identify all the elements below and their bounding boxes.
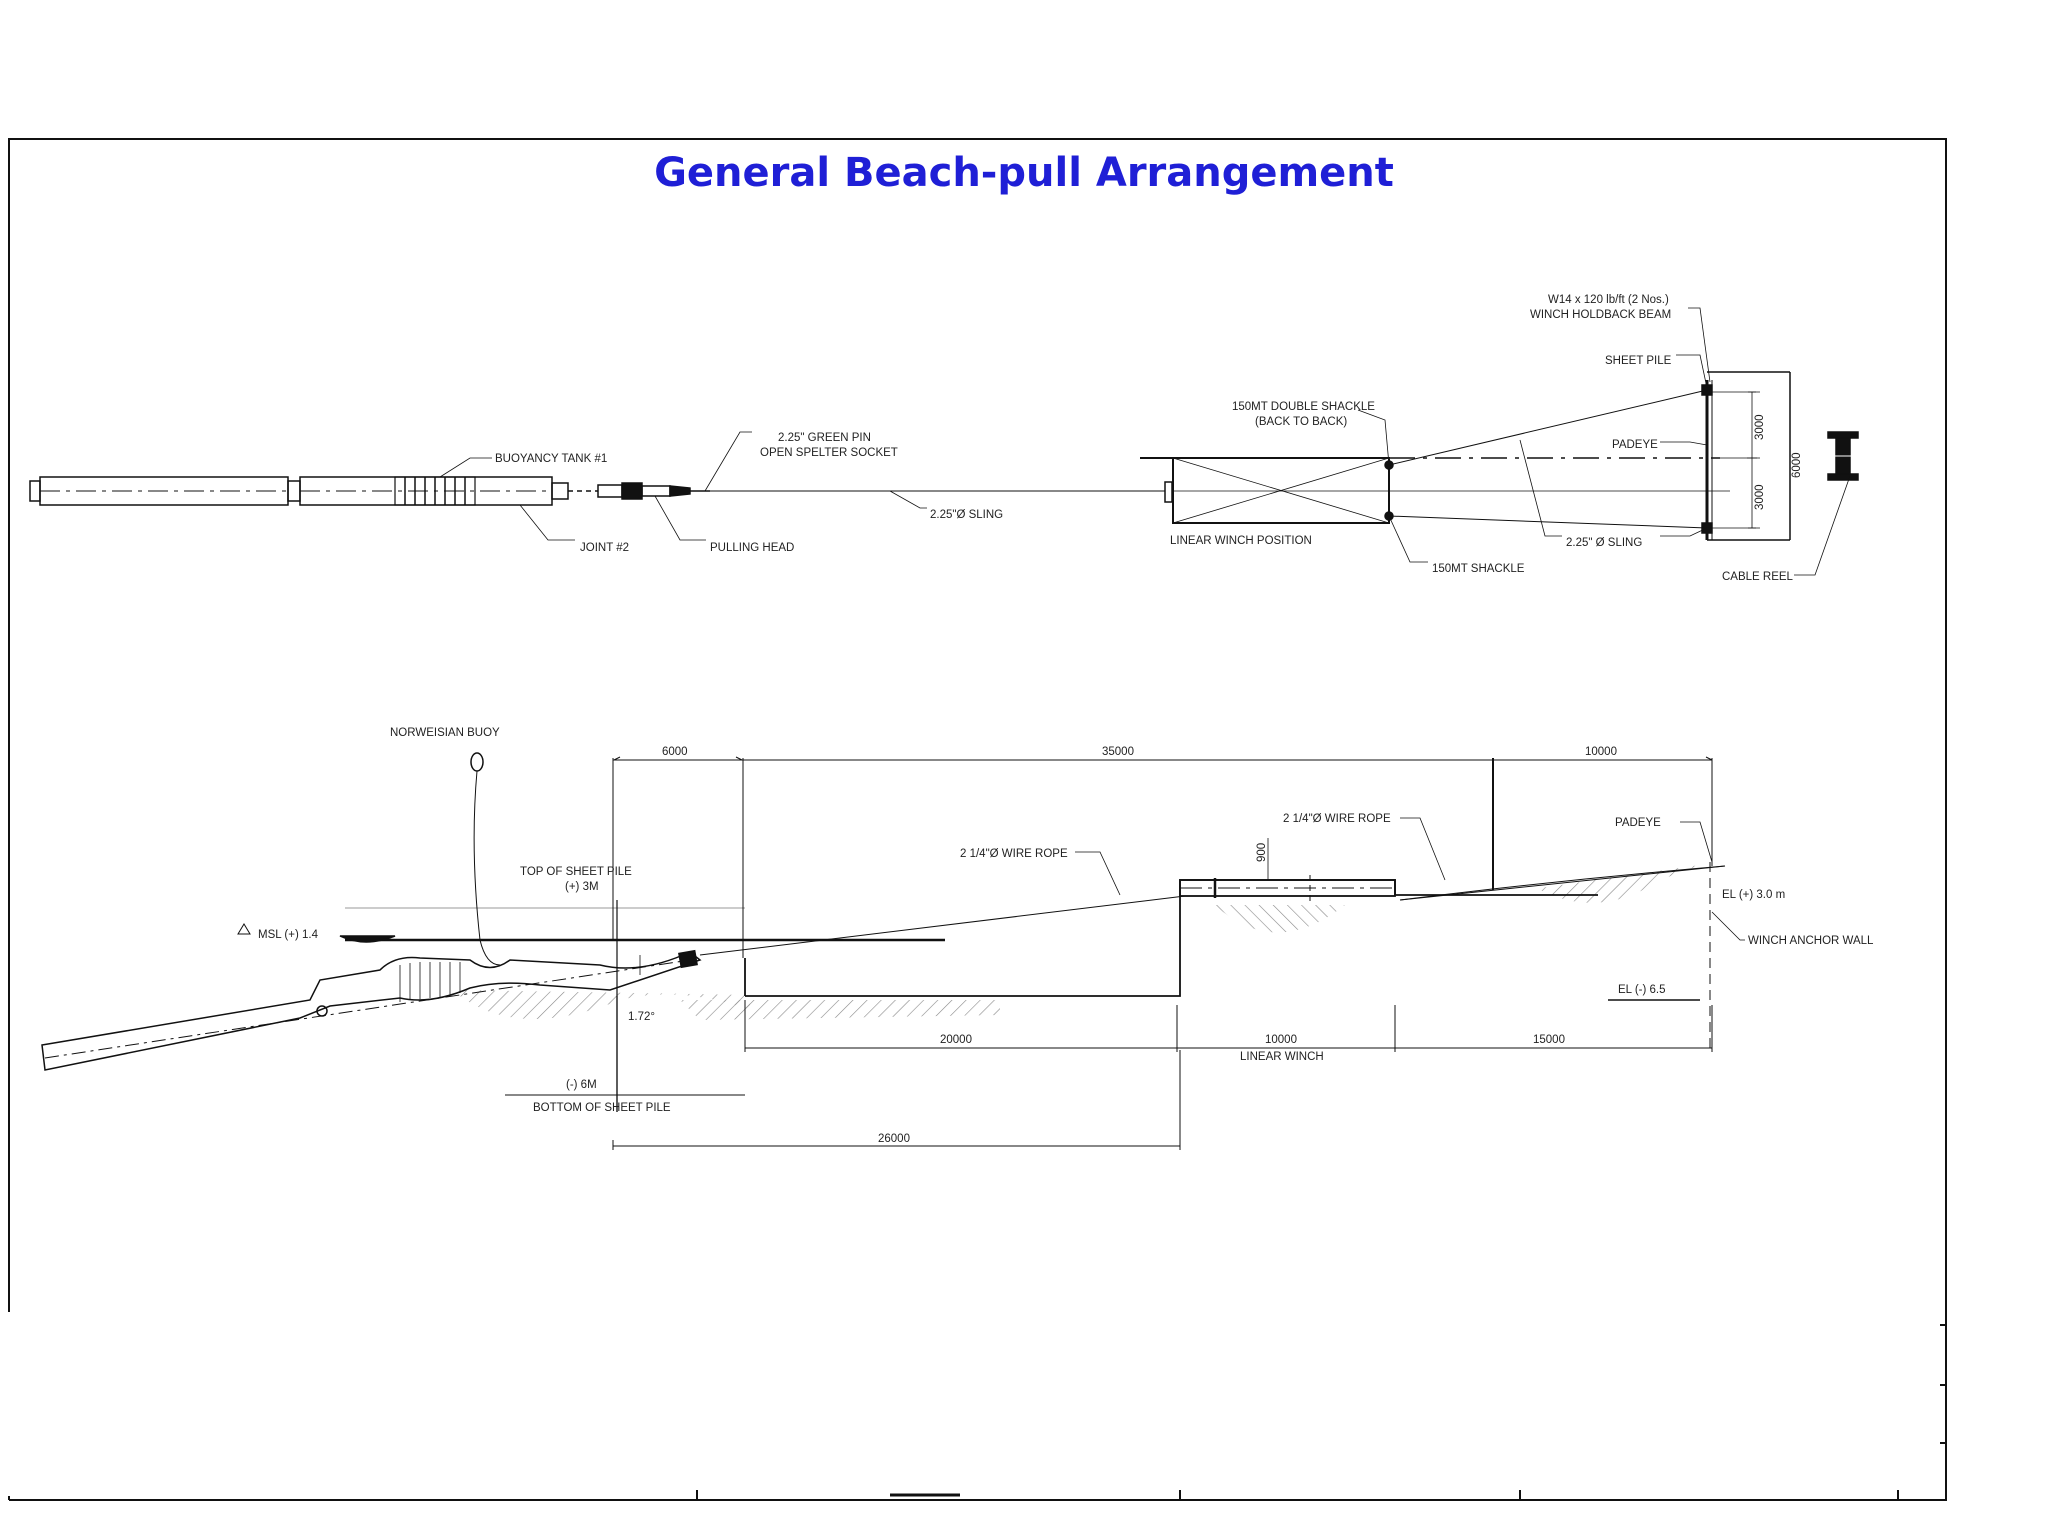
label-bottom-sheet-pile-1: (-) 6M [566,1079,597,1091]
label-cable-reel: CABLE REEL [1722,571,1794,583]
label-el-top: EL (+) 3.0 m [1722,889,1785,901]
dim-bottom-1: 20000 [940,1034,972,1046]
dim-top-2: 35000 [1102,746,1134,758]
label-linear-winch-position: LINEAR WINCH POSITION [1170,535,1312,547]
cable-reel-icon [1827,431,1859,481]
dim-bottom-3: 15000 [1533,1034,1565,1046]
linear-winch-box [1140,457,1730,524]
dim-plan-6000: 6000 [1791,452,1803,478]
plan-view [29,307,1859,576]
winch-end-cap [1164,481,1173,503]
label-linear-winch: LINEAR WINCH [1240,1051,1324,1063]
top-dimensions [612,756,1713,958]
label-el-bottom: EL (-) 6.5 [1618,984,1666,996]
label-double-shackle-2: (BACK TO BACK) [1255,416,1347,428]
dim-bottom-2: 10000 [1265,1034,1297,1046]
label-top-sheet-pile-1: TOP OF SHEET PILE [520,866,632,878]
label-back-sling: 2.25" Ø SLING [1566,537,1642,549]
label-top-sheet-pile-2: (+) 3M [565,881,599,893]
dim-plan-3000-b: 3000 [1754,484,1766,510]
label-beam-1: W14 x 120 lb/ft (2 Nos.) [1548,294,1669,306]
dim-plan-3000-a: 3000 [1754,414,1766,440]
label-wire-rope-2: 2 1/4"Ø WIRE ROPE [1283,813,1391,825]
plan-leaders [439,307,1851,576]
label-padeye-elevation: PADEYE [1615,817,1661,829]
drawing-frame [8,138,1947,1501]
buoy-float [339,935,396,943]
pipeline-string [29,476,569,506]
dim-winch-height: 900 [1256,843,1268,862]
label-main-sling: 2.25"Ø SLING [930,509,1003,521]
linear-winch-elevation [1179,875,1598,905]
label-double-shackle-1: 150MT DOUBLE SHACKLE [1232,401,1375,413]
label-sheet-pile: SHEET PILE [1605,355,1672,367]
dim-total: 26000 [878,1133,910,1145]
pipeline-elevation [41,949,702,1071]
label-socket-1: 2.25" GREEN PIN [778,432,871,444]
dim-top-1: 6000 [662,746,688,758]
back-sling-bottom [1388,515,1708,529]
soil-hatch [460,865,1700,1020]
label-shackle-150: 150MT SHACKLE [1432,563,1525,575]
label-winch-anchor-wall: WINCH ANCHOR WALL [1748,935,1874,947]
label-beam-2: WINCH HOLDBACK BEAM [1530,309,1671,321]
label-pulling-head: PULLING HEAD [710,542,794,554]
label-angle: 1.72° [628,1011,655,1023]
elevation-labels: NORWEISIAN BUOY MSL (+) 1.4 TOP OF SHEET… [258,727,1874,1145]
page-title: General Beach-pull Arrangement [654,150,1394,196]
label-bottom-sheet-pile-2: BOTTOM OF SHEET PILE [533,1102,671,1114]
norwegian-buoy-icon [470,752,484,772]
back-sling-top [1388,389,1708,466]
msl-triangle-icon [237,923,251,935]
wire-rope [699,895,1186,956]
label-joint: JOINT #2 [580,542,629,554]
elevation-leaders [639,817,1745,975]
label-socket-2: OPEN SPELTER SOCKET [760,447,898,459]
plan-dims [1748,391,1756,529]
label-msl: MSL (+) 1.4 [258,929,319,941]
label-buoyancy-tank: BUOYANCY TANK #1 [495,453,607,465]
label-norwegian-buoy: NORWEISIAN BUOY [390,727,500,739]
dim-top-3: 10000 [1585,746,1617,758]
elevation-view [41,752,1745,1150]
bottom-dimensions [505,1000,1713,1150]
plan-labels: BUOYANCY TANK #1 JOINT #2 PULLING HEAD 2… [495,294,1803,583]
sheet-pile-wall [1701,371,1791,541]
label-wire-rope-1: 2 1/4"Ø WIRE ROPE [960,848,1068,860]
pulling-head [568,482,710,500]
label-padeye-plan: PADEYE [1612,439,1658,451]
